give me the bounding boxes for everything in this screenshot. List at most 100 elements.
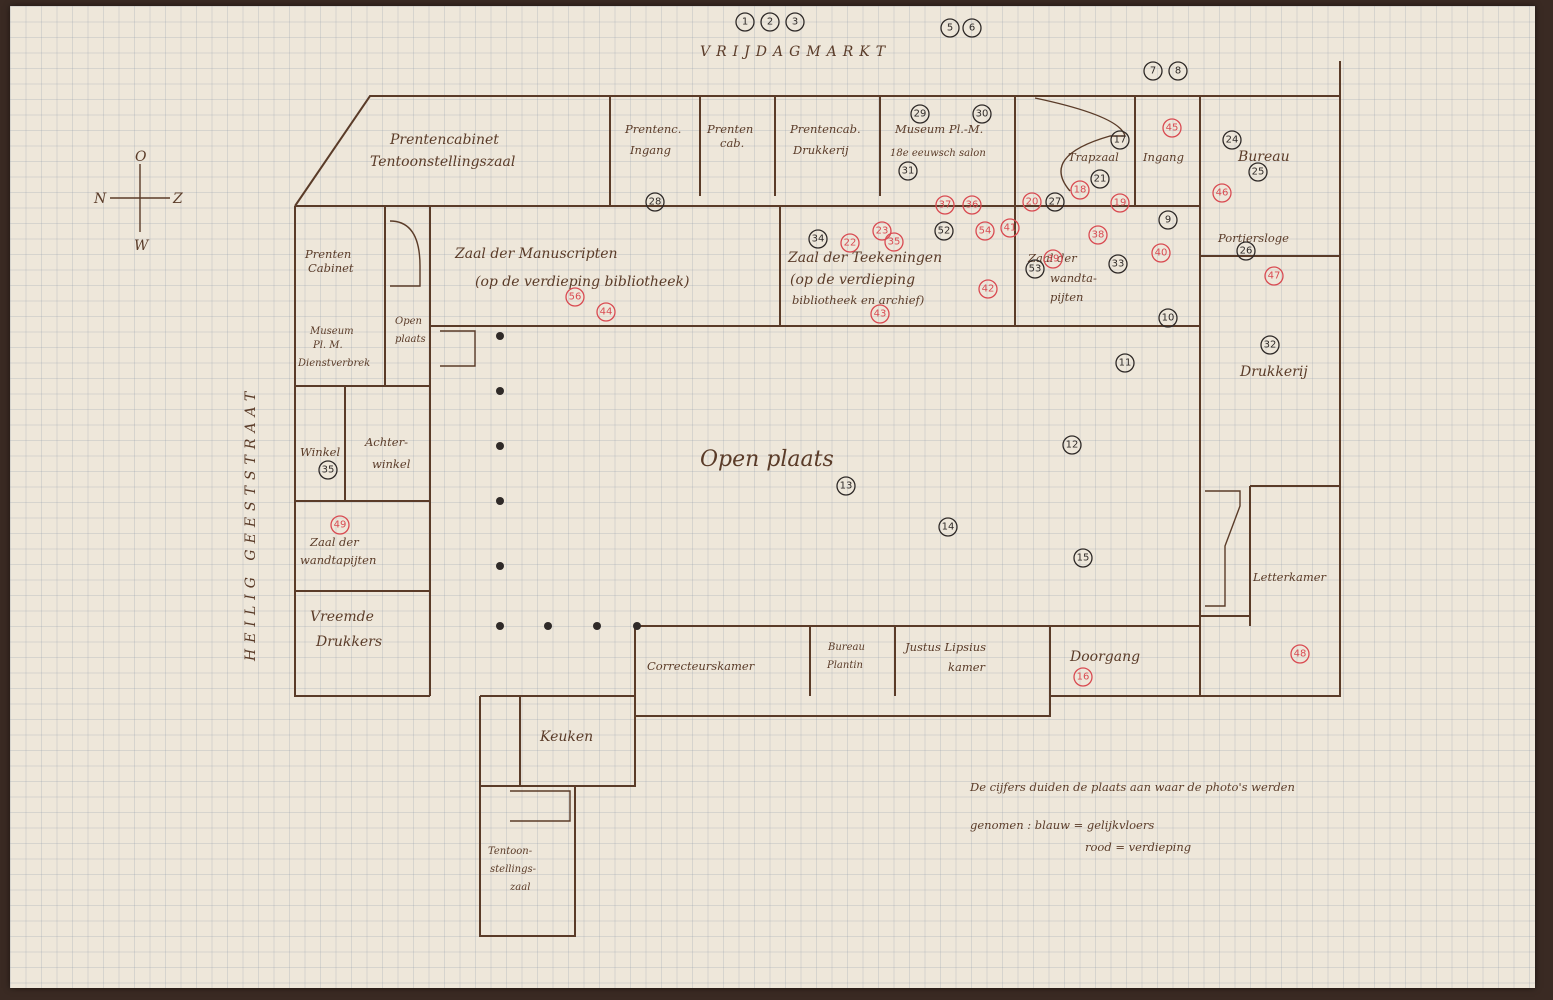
marker-circle — [935, 195, 955, 215]
marker-number: 29 — [914, 109, 927, 120]
room-label: Open — [395, 316, 422, 327]
legend-line-3: rood = verdieping — [1085, 840, 1191, 854]
marker-number: 40 — [1155, 248, 1168, 259]
marker-number: 14 — [942, 522, 955, 533]
room-label: Zaal der Teekeningen — [787, 250, 942, 266]
room-label: Pl. M. — [312, 340, 343, 351]
room-label: Keuken — [539, 729, 593, 745]
photo-marker-blue: 17 — [1110, 130, 1130, 150]
marker-number: 35 — [888, 237, 901, 248]
room-label: Prentencab. — [789, 122, 861, 136]
marker-circle — [1236, 241, 1256, 261]
marker-circle — [735, 12, 755, 32]
photo-marker-red: 41 — [1000, 218, 1020, 238]
marker-circle — [962, 195, 982, 215]
marker-circle — [645, 192, 665, 212]
photo-marker-blue: 6 — [962, 18, 982, 38]
marker-number: 22 — [844, 238, 857, 249]
photo-marker-red: 44 — [596, 302, 616, 322]
marker-circle — [1222, 130, 1242, 150]
room-label: Tentoonstellingszaal — [370, 154, 515, 170]
room-label: Drukkerij — [792, 143, 849, 157]
photo-marker-blue: 8 — [1168, 61, 1188, 81]
marker-number: 25 — [1252, 167, 1265, 178]
marker-circle — [1025, 259, 1045, 279]
photo-marker-blue: 14 — [938, 517, 958, 537]
photo-marker-red: 40 — [1151, 243, 1171, 263]
marker-circle — [596, 302, 616, 322]
photo-marker-blue: 5 — [940, 18, 960, 38]
marker-number: 34 — [812, 234, 825, 245]
room-label: Museum — [309, 326, 354, 337]
marker-number: 19 — [1114, 198, 1127, 209]
photo-marker-blue: 13 — [836, 476, 856, 496]
marker-circle — [972, 104, 992, 124]
room-label: bibliotheek en archief) — [792, 293, 924, 307]
photo-marker-red: 23 — [872, 221, 892, 241]
marker-circle — [1070, 180, 1090, 200]
marker-circle — [1062, 435, 1082, 455]
marker-number: 47 — [1268, 271, 1281, 282]
room-label: Prenten — [304, 247, 351, 261]
room-label: Tentoon- — [488, 846, 533, 857]
marker-number: 31 — [902, 166, 915, 177]
marker-circle — [1110, 130, 1130, 150]
marker-number: 20 — [1026, 197, 1039, 208]
photo-marker-red: 54 — [975, 221, 995, 241]
legend-line-2: genomen : blauw = gelijkvloers — [970, 818, 1154, 832]
room-label: winkel — [372, 457, 411, 471]
photo-marker-red: 42 — [978, 279, 998, 299]
marker-number: 38 — [1092, 230, 1105, 241]
room-label: Achter- — [364, 435, 408, 449]
marker-circle — [884, 232, 904, 252]
photo-marker-blue: 28 — [645, 192, 665, 212]
marker-circle — [1000, 218, 1020, 238]
room-label: Trapzaal — [1068, 150, 1119, 164]
room-label: Drukkerij — [1239, 364, 1308, 380]
marker-circle — [1045, 192, 1065, 212]
photo-marker-blue: 34 — [808, 229, 828, 249]
marker-circle — [1162, 118, 1182, 138]
marker-circle — [1088, 225, 1108, 245]
marker-circle — [1158, 210, 1178, 230]
photo-marker-blue: 33 — [1108, 254, 1128, 274]
photo-marker-blue: 53 — [1025, 259, 1045, 279]
marker-circle — [898, 161, 918, 181]
room-label: zaal — [509, 882, 530, 893]
room-label: Zaal der — [309, 535, 360, 549]
marker-circle — [1022, 192, 1042, 212]
photo-marker-red: 46 — [1212, 183, 1232, 203]
marker-number: 21 — [1094, 174, 1107, 185]
photo-marker-blue: 24 — [1222, 130, 1242, 150]
photo-marker-red: 45 — [1162, 118, 1182, 138]
room-label: Bureau — [1237, 149, 1290, 165]
room-label: Letterkamer — [1252, 570, 1328, 584]
room-label: wandtapijten — [300, 553, 376, 567]
marker-number: 45 — [1166, 123, 1179, 134]
photo-marker-blue: 3 — [785, 12, 805, 32]
room-labels: Prentencabinet Tentoonstellingszaal Pren… — [297, 122, 1328, 893]
photo-marker-blue: 9 — [1158, 210, 1178, 230]
room-label: Plantin — [826, 660, 863, 671]
room-label: Dienstverbrek — [297, 358, 370, 369]
marker-number: 5 — [947, 23, 953, 34]
marker-number: 9 — [1165, 215, 1171, 226]
photo-marker-blue: 21 — [1090, 169, 1110, 189]
marker-number: 28 — [649, 197, 662, 208]
marker-circle — [1115, 353, 1135, 373]
marker-circle — [1073, 667, 1093, 687]
photo-marker-red: 35 — [884, 232, 904, 252]
marker-number: 24 — [1226, 135, 1239, 146]
marker-circle — [1043, 249, 1063, 269]
room-label: kamer — [948, 660, 987, 674]
marker-circle — [1143, 61, 1163, 81]
marker-number: 49 — [334, 520, 347, 531]
marker-circle — [872, 221, 892, 241]
marker-number: 42 — [982, 284, 995, 295]
photo-marker-red: 39 — [1043, 249, 1063, 269]
marker-circle — [330, 515, 350, 535]
photo-marker-red: 18 — [1070, 180, 1090, 200]
marker-number: 44 — [600, 307, 613, 318]
compass-south: Z — [172, 191, 183, 207]
marker-circle — [1073, 548, 1093, 568]
